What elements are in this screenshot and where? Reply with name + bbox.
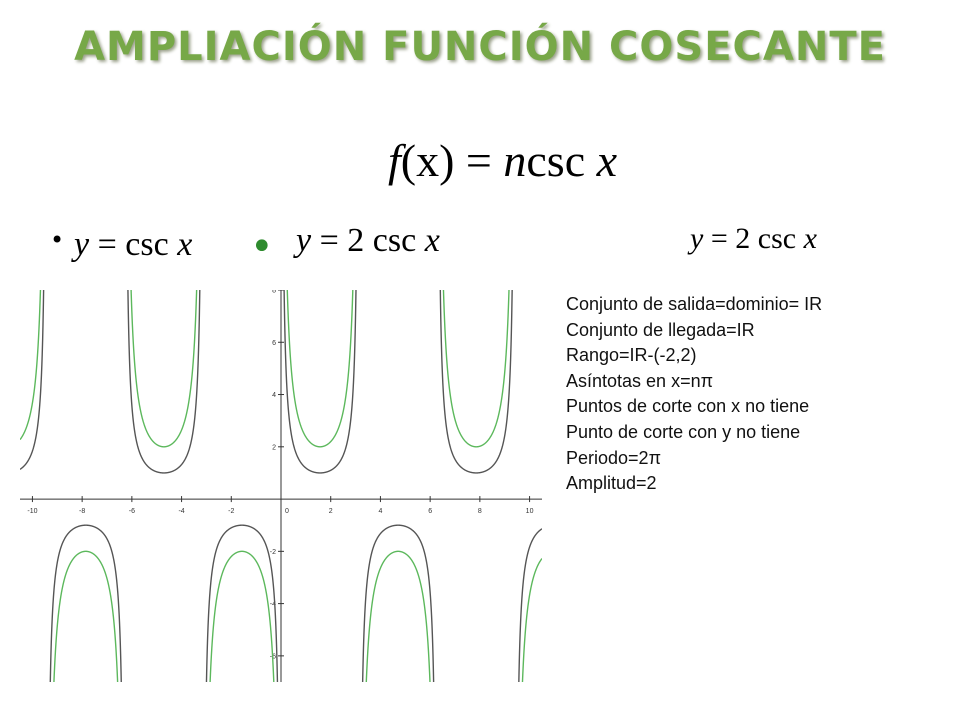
y-tick-label: 6 [272, 340, 276, 347]
formula-variable: x [596, 135, 618, 186]
formula-csc: csc [757, 222, 797, 255]
property-period: Periodo=2π [566, 447, 661, 468]
series-1-branch [361, 524, 435, 682]
x-tick-label: 8 [478, 508, 482, 515]
formula-coefficient: 2 [735, 222, 751, 255]
formula-csc-x: y = csc x [74, 226, 192, 264]
x-tick-label: 0 [285, 508, 289, 515]
formula-csc: csc [372, 222, 417, 259]
series-1-branch [127, 290, 201, 474]
series-1-branch [439, 290, 513, 474]
series-2-branch [53, 550, 119, 682]
property-asymptotes: Asíntotas en x=nπ [566, 370, 714, 391]
formula-equals: = [319, 222, 339, 259]
bullet-1: • [50, 226, 65, 254]
formula-equals: = [710, 222, 728, 255]
y-tick-label: -2 [270, 549, 276, 556]
series-1-branch [283, 290, 357, 474]
series-2-branch [286, 290, 354, 448]
property-codomain: Conjunto de llegada=IR [566, 319, 755, 340]
series-1-branch [20, 290, 45, 470]
page-title: AMPLIACIÓN FUNCIÓN COSECANTE [74, 24, 886, 70]
series-1-branch [205, 524, 279, 682]
series-2-branch [209, 550, 275, 682]
series-1-branch [518, 528, 542, 682]
formula-y: y [296, 222, 312, 259]
x-tick-label: 2 [329, 508, 333, 515]
property-amplitude: Amplitud=2 [566, 473, 657, 494]
formula-argument: (x) = [400, 135, 492, 186]
property-domain: Conjunto de salida=dominio= IR [566, 294, 823, 314]
y-tick-label: -4 [270, 601, 276, 608]
x-tick-label: 10 [526, 508, 534, 515]
formula-variable: x [177, 226, 193, 263]
x-tick-label: 4 [378, 508, 382, 515]
series-2-branch [20, 290, 42, 441]
formula-variable: x [803, 222, 817, 255]
property-y-intercept: Punto de corte con y no tiene [566, 421, 801, 442]
bullet-2: • [250, 224, 274, 270]
formula-variable: x [424, 222, 440, 259]
property-range: Rango=IR-(-2,2) [566, 345, 697, 366]
formula-coefficient: n [503, 135, 527, 186]
formula-2csc-x-right: y = 2 csc x [690, 222, 817, 256]
x-tick-label: -8 [79, 508, 85, 515]
series-2-branch [365, 550, 431, 682]
formula-csc: csc [526, 135, 586, 186]
property-x-intercepts: Puntos de corte con x no tiene [566, 396, 810, 417]
formula-2csc-x: y = 2 csc x [296, 222, 440, 260]
series-1-branch [49, 524, 122, 682]
formula-y: y [690, 222, 704, 255]
x-tick-label: 6 [428, 508, 432, 515]
x-tick-label: -6 [129, 508, 135, 515]
series-2-branch [130, 290, 198, 448]
y-tick-label: 2 [272, 444, 276, 451]
main-formula: f(x) = ncsc x [388, 134, 617, 187]
y-tick-label: 4 [272, 392, 276, 399]
series-2-branch [442, 290, 510, 448]
formula-equals: = [97, 226, 117, 263]
x-tick-label: -4 [178, 508, 184, 515]
series-2-branch [521, 558, 542, 682]
formula-function-name: f [388, 135, 401, 186]
formula-y: y [74, 226, 90, 263]
y-tick-label: 8 [272, 290, 276, 295]
formula-csc: csc [125, 226, 169, 263]
properties-list: Conjunto de salida=dominio= IR Conjunto … [566, 292, 822, 497]
x-tick-label: -2 [228, 508, 234, 515]
x-tick-label: -10 [27, 508, 37, 515]
formula-coefficient: 2 [347, 222, 365, 259]
